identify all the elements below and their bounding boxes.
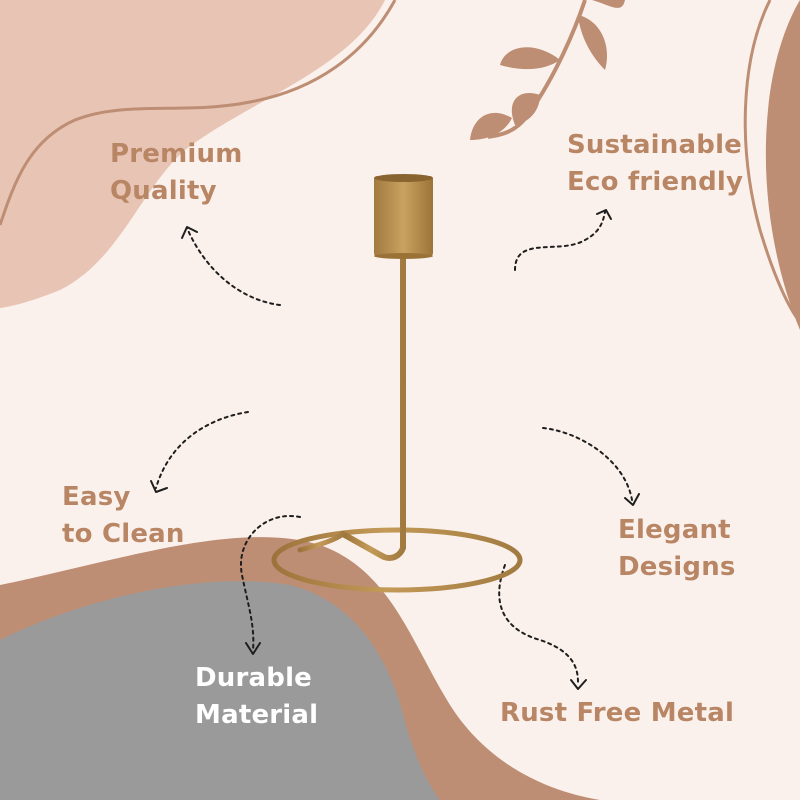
blush-blob-top-left [0, 0, 385, 308]
feature-easy-line2: to Clean [62, 519, 185, 549]
crescent-outline-right [743, 0, 800, 323]
feature-sustainable-eco: Sustainable Eco friendly [567, 127, 743, 201]
feature-elegant-designs: Elegant Designs [618, 512, 736, 586]
feature-durable-line2: Material [195, 700, 319, 730]
feature-durable-material: Durable Material [195, 660, 318, 734]
feature-easy-clean: Easy to Clean [62, 479, 185, 553]
grey-blob-bottom [0, 581, 440, 800]
wavy-line-top-left [0, 0, 397, 226]
copper-crescent-right [765, 0, 800, 330]
feature-sustainable-line2: Eco friendly [567, 167, 744, 197]
feature-sustainable-line1: Sustainable [567, 130, 743, 160]
feature-elegant-line2: Designs [618, 552, 736, 582]
feature-rust-free: Rust Free Metal [500, 695, 734, 732]
candle-holder-icon [271, 174, 523, 593]
feature-rust-line1: Rust Free Metal [500, 698, 735, 728]
feature-premium-line2: Quality [110, 176, 217, 206]
dotted-arrow-icon [155, 211, 633, 683]
leaf-branch-icon [470, 0, 625, 140]
feature-premium-line1: Premium [110, 139, 243, 169]
feature-durable-line1: Durable [195, 663, 313, 693]
feature-easy-line1: Easy [62, 482, 131, 512]
arrow-heads [150, 209, 640, 690]
feature-premium-quality: Premium Quality [110, 136, 243, 210]
feature-elegant-line1: Elegant [618, 515, 731, 545]
